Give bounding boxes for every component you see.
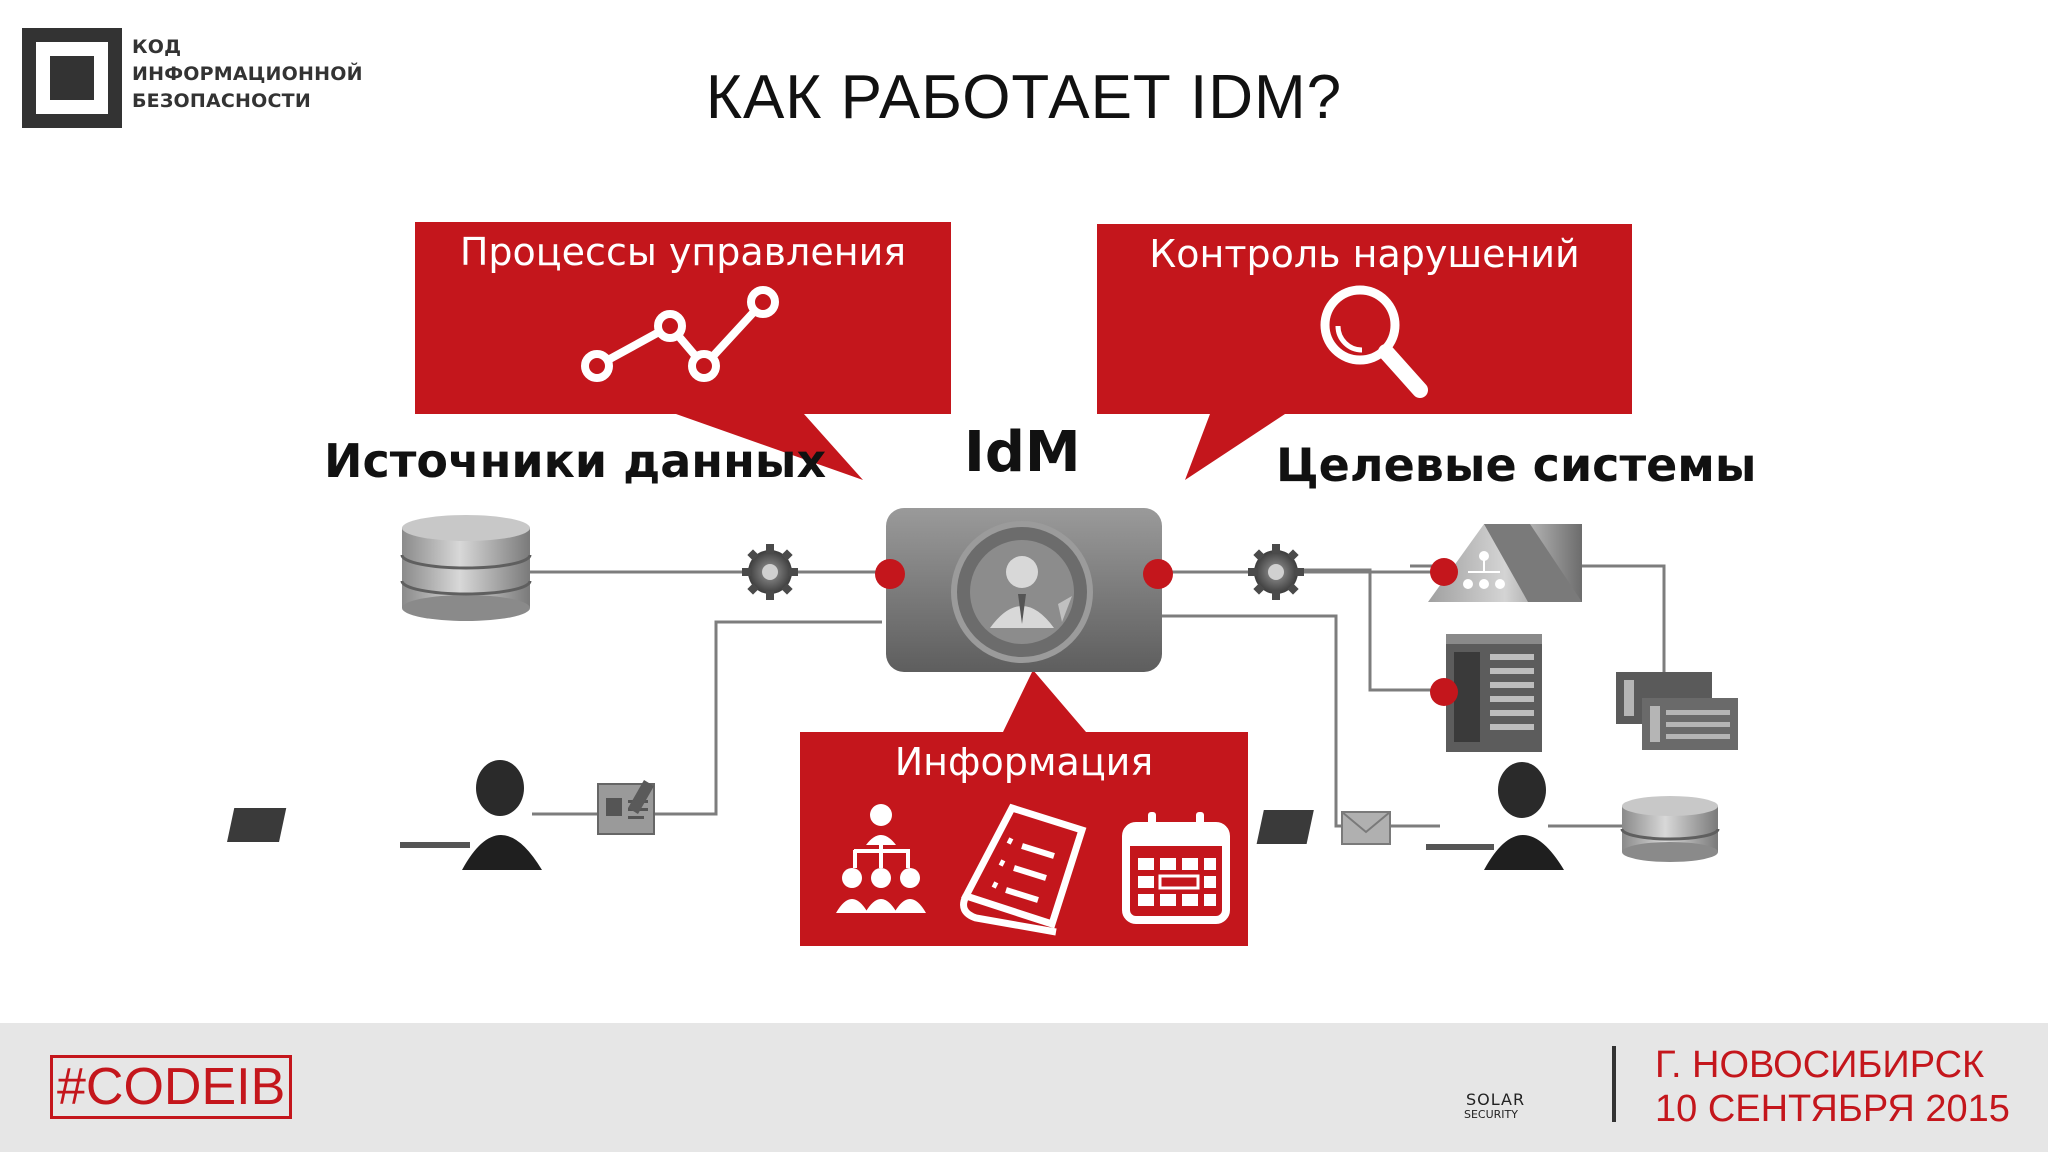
idm-hub: [875, 508, 1173, 672]
logo-line-3: БЕЗОПАСНОСТИ: [132, 90, 311, 112]
logo-text: КОД ИНФОРМАЦИОННОЙ БЕЗОПАСНОСТИ: [132, 34, 363, 115]
event-city: Г. НОВОСИБИРСК: [1655, 1044, 1985, 1086]
targets-label: Целевые системы: [1276, 438, 1757, 492]
violations-callout: [1097, 224, 1632, 480]
footer-bar: [0, 1023, 2048, 1152]
org-chart-icon: [836, 804, 926, 913]
violations-label: Контроль нарушений: [1149, 232, 1580, 276]
logo-line-2: ИНФОРМАЦИОННОЙ: [132, 63, 363, 85]
pyramid-system-icon: [1428, 524, 1582, 602]
gear-icon-right: [1248, 544, 1304, 600]
sources-label: Источники данных: [324, 434, 827, 488]
brand-name: SOLAR: [1466, 1090, 1526, 1109]
server-rack-icon: [1430, 634, 1542, 752]
processes-label: Процессы управления: [459, 230, 907, 274]
information-label: Информация: [894, 740, 1154, 784]
logo-mark: [22, 28, 122, 128]
database-icon-right: [1620, 796, 1720, 862]
operator-left-icon: [227, 760, 542, 870]
magnifier-icon: [1320, 285, 1428, 398]
event-date: 10 СЕНТЯБРЯ 2015: [1655, 1088, 2010, 1130]
envelope-icon: [1341, 811, 1391, 845]
logo-line-1: КОД: [132, 36, 182, 58]
footer-divider: [1612, 1046, 1616, 1122]
database-icon: [400, 515, 532, 621]
processes-callout: [415, 222, 951, 480]
document-icon: [960, 803, 1087, 936]
hashtag-badge: #CODEIB: [50, 1055, 293, 1119]
stacked-servers-icon: [1616, 672, 1738, 750]
calendar-icon: [1122, 812, 1230, 924]
id-card-icon: [597, 780, 655, 835]
gear-icon-left: [742, 544, 798, 600]
operator-right-icon: [1256, 762, 1564, 870]
slide-title: КАК РАБОТАЕТ IDM?: [705, 63, 1343, 132]
idm-label: IdM: [964, 420, 1081, 485]
information-callout: [800, 670, 1248, 946]
trend-icon: [581, 286, 779, 382]
brand-subtitle: SECURITY: [1464, 1108, 1518, 1121]
